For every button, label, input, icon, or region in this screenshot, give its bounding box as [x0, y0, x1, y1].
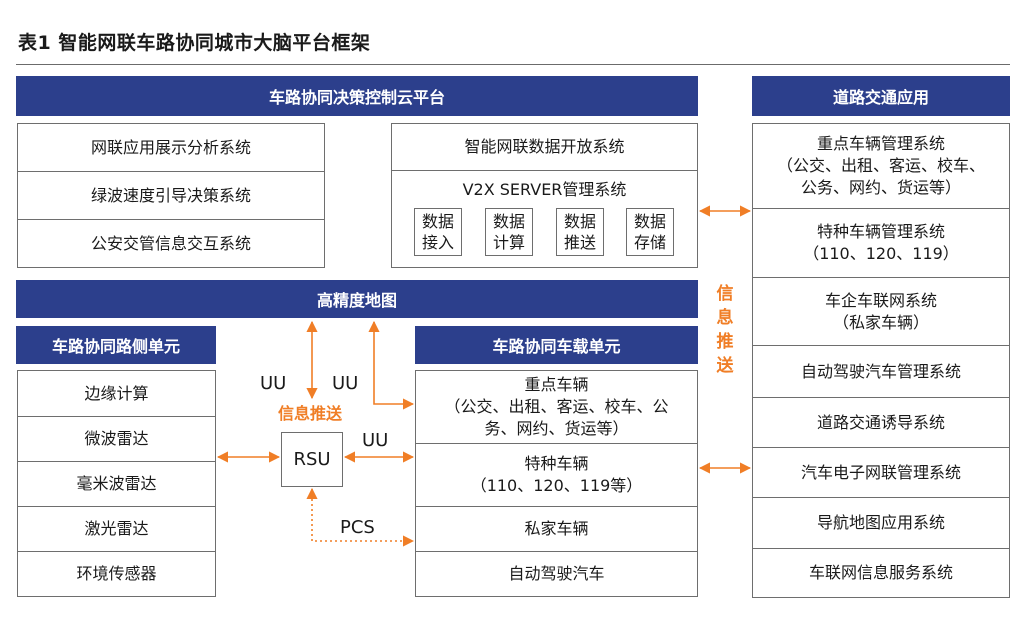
roadside-mmwave-radar: 毫米波雷达	[18, 462, 215, 507]
roadside-microwave-radar: 微波雷达	[18, 417, 215, 462]
vehicle-autonomous: 自动驾驶汽车	[508, 564, 605, 583]
vehicle-unit-header: 车路协同车载单元	[415, 326, 698, 364]
arrow-map-vehicle	[368, 320, 415, 410]
vehicle-key-vehicles: 重点车辆 （公交、出租、客运、校车、公务、网约、货运等）	[416, 371, 697, 444]
road-traffic-list: 重点车辆管理系统 （公交、出租、客运、校车、公务、网约、货运等） 特种车辆管理系统…	[752, 123, 1010, 598]
vehicle-list: 重点车辆 （公交、出租、客运、校车、公务、网约、货运等） 特种车辆 （110、120…	[415, 370, 698, 597]
rt-iov-info-service: 车联网信息服务系统	[808, 563, 953, 582]
row-line: 务、网约、货运等）	[484, 419, 629, 438]
row-line: 特种车辆管理系统	[816, 222, 945, 241]
module-data-compute: 数据计算	[485, 208, 533, 256]
info-push-label: 信息推送	[278, 404, 343, 423]
v2x-server-block: V2X SERVER管理系统 数据接入 数据计算 数据推送 数据存储	[392, 171, 697, 267]
cloud-left-list: 网联应用展示分析系统 绿波速度引导决策系统 公安交管信息交互系统	[17, 123, 325, 268]
roadside-unit-header: 车路协同路侧单元	[16, 326, 216, 364]
open-data-system: 智能网联数据开放系统	[392, 124, 697, 171]
row-line: （公交、出租、客运、校车、	[776, 156, 985, 175]
v2x-server-title: V2X SERVER管理系统	[462, 180, 627, 199]
roadside-env-sensor: 环境传感器	[76, 564, 157, 583]
figure-title: 表1 智能网联车路协同城市大脑平台框架	[18, 32, 371, 54]
rt-traffic-guidance: 道路交通诱导系统	[753, 398, 1009, 448]
cloud-platform-header: 车路协同决策控制云平台	[16, 76, 698, 116]
uu-label-left: UU	[260, 373, 287, 394]
hd-map-bar: 高精度地图	[16, 280, 698, 318]
row-line: 重点车辆	[524, 375, 589, 394]
arrow-pcs	[306, 487, 415, 547]
roadside-list: 边缘计算 微波雷达 毫米波雷达 激光雷达 环境传感器	[17, 370, 216, 597]
module-line: 数据	[492, 212, 525, 231]
rt-special-vehicle-mgmt: 特种车辆管理系统 （110、120、119）	[753, 209, 1009, 278]
v2x-data-panel: 智能网联数据开放系统 V2X SERVER管理系统 数据接入 数据计算 数据推送…	[391, 123, 698, 268]
module-line: 接入	[421, 233, 454, 252]
title-divider	[16, 64, 1010, 65]
row-line: 特种车辆	[524, 454, 589, 473]
rt-vehicle-electronic: 汽车电子网联管理系统	[753, 448, 1009, 498]
row-line: 公务、网约、货运等）	[800, 178, 961, 197]
roadside-lidar: 激光雷达	[18, 507, 215, 552]
uu-label-rsu: UU	[362, 430, 389, 451]
module-line: 数据	[633, 212, 666, 231]
row-line: （110、120、119等）	[470, 476, 643, 495]
module-data-storage: 数据存储	[626, 208, 674, 256]
road-traffic-header: 道路交通应用	[752, 76, 1010, 116]
module-data-ingest: 数据接入	[414, 208, 462, 256]
cloud-item-display-analysis: 网联应用展示分析系统	[18, 124, 324, 172]
module-line: 计算	[492, 233, 525, 252]
module-data-push: 数据推送	[556, 208, 604, 256]
rt-autonomous-mgmt: 自动驾驶汽车管理系统	[753, 346, 1009, 398]
rt-navigation-map: 导航地图应用系统	[753, 498, 1009, 549]
module-line: 存储	[633, 233, 666, 252]
row-line: （公交、出租、客运、校车、公	[444, 397, 669, 416]
roadside-edge-computing: 边缘计算	[18, 371, 215, 417]
row-line: （110、120、119）	[803, 244, 959, 263]
rt-automaker-iov: 车企车联网系统（私家车辆）	[753, 278, 1009, 346]
module-line: 数据	[421, 212, 454, 231]
vertical-info-push-label: 信息推送	[716, 284, 734, 376]
module-line: 数据	[563, 212, 596, 231]
module-line: 推送	[563, 233, 596, 252]
rt-key-vehicle-mgmt: 重点车辆管理系统 （公交、出租、客运、校车、公务、网约、货运等）	[753, 124, 1009, 209]
cloud-item-police-traffic: 公安交管信息交互系统	[90, 233, 251, 253]
cloud-item-green-wave: 绿波速度引导决策系统	[18, 172, 324, 220]
row-line: 重点车辆管理系统	[816, 134, 945, 153]
row-line: 车企车联网系统	[824, 290, 937, 310]
rsu-box: RSU	[281, 432, 343, 487]
vehicle-private-cars: 私家车辆	[416, 507, 697, 552]
row-line: （私家车辆）	[832, 312, 929, 332]
vehicle-special-vehicles: 特种车辆 （110、120、119等）	[416, 444, 697, 507]
uu-label-right: UU	[332, 373, 359, 394]
